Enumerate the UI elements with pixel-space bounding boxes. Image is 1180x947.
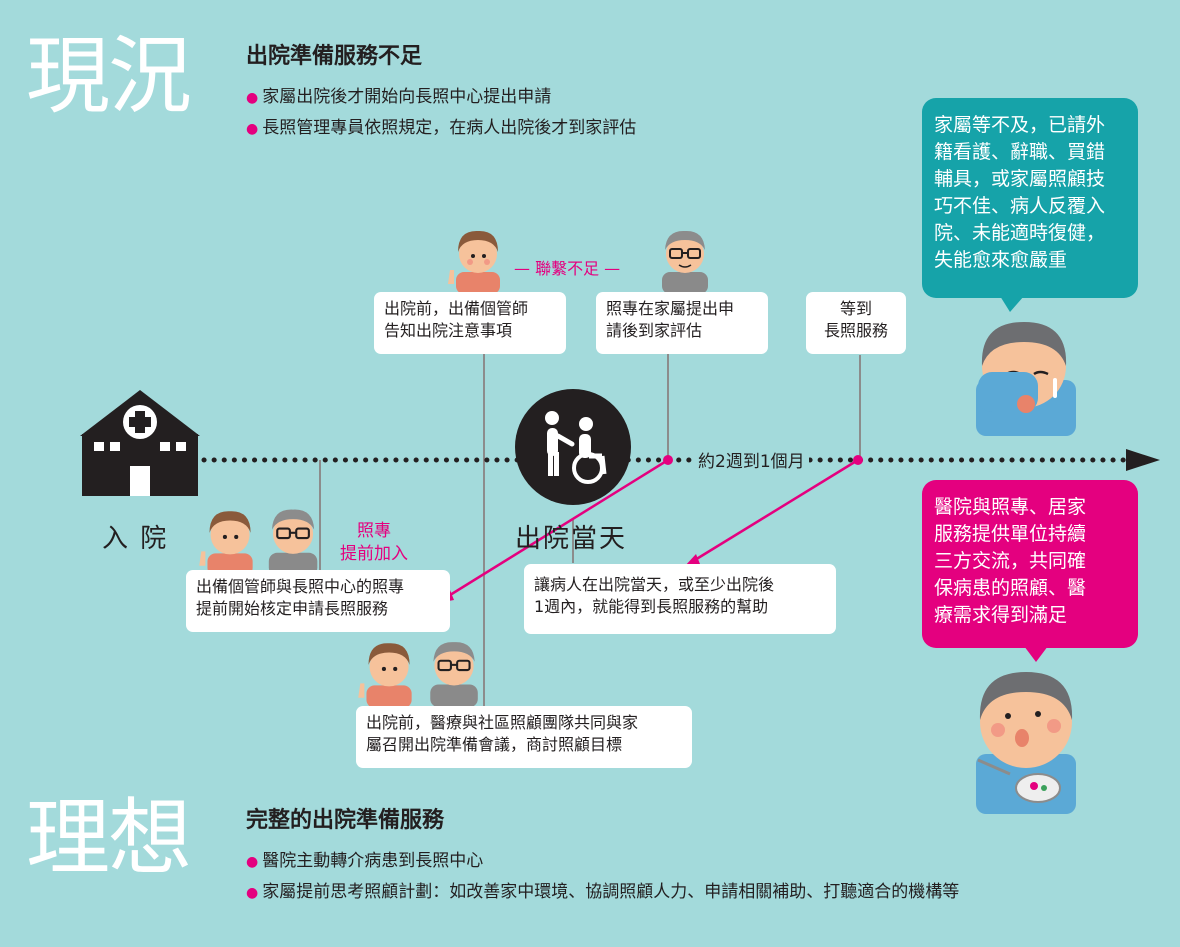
duration-label: 約2週到1個月 (694, 447, 809, 472)
timeline-arrowhead (1126, 449, 1160, 471)
current-big-word: 現況 (26, 27, 192, 125)
bubble-tail-pink (1024, 646, 1048, 662)
ideal-bullet-2: ●家屬提前思考照顧計劃：如改善家中環境、協調照顧人力、申請相關補助、打聽適合的機… (246, 882, 960, 902)
card-service-on-discharge: 讓病人在出院當天，或至少出院後 1週內，就能得到長照服務的幫助 (524, 564, 836, 634)
ideal-title: 完整的出院準備服務 (246, 808, 445, 833)
poor-contact-label: — 聯繫不足 — (514, 259, 621, 278)
current-bullet-2: ●長照管理專員依照規定，在病人出院後才到家評估 (246, 118, 637, 138)
card-early-assessment: 出備個管師與長照中心的照專 提前開始核定申請長照服務 (186, 570, 450, 632)
care-specialist-icon (430, 642, 478, 708)
case-manager-icon (448, 230, 500, 294)
wheelchair-icon (515, 389, 631, 505)
bubble-tail-teal (1000, 296, 1024, 312)
card-discharge-notice: 出院前，出備個管師 告知出院注意事項 (374, 292, 566, 354)
card-home-assessment: 照專在家屬提出申 請後到家評估 (596, 292, 768, 354)
case-manager-icon (199, 511, 253, 576)
ideal-big-word: 理想 (26, 789, 192, 887)
continuous-care-bubble: 醫院與照專、居家 服務提供單位持續 三方交流，共同確 保病患的照顧、醫 療需求得… (922, 480, 1138, 648)
care-specialist-icon (662, 230, 708, 294)
card-wait-service: 等到 長照服務 (806, 292, 906, 354)
discharge-label: 出院當天 (515, 524, 628, 554)
happy-patient-icon (976, 672, 1076, 814)
ideal-bullet-1: ●醫院主動轉介病患到長照中心 (246, 851, 484, 871)
card-discharge-meeting: 出院前，醫療與社區照顧團隊共同與家 屬召開出院準備會議，商討照顧目標 (356, 706, 692, 768)
case-manager-icon (358, 643, 412, 708)
crying-patient-icon (976, 322, 1076, 436)
family-struggle-bubble: 家屬等不及，已請外 籍看護、辭職、買錯 輔具，或家屬照顧技 巧不佳、病人反覆入 … (922, 98, 1138, 298)
hospital-icon (80, 390, 200, 496)
early-join-label: 照專 提前加入 (340, 521, 408, 564)
admission-label: 入 院 (102, 524, 169, 554)
current-title: 出院準備服務不足 (246, 44, 423, 69)
care-specialist-icon (268, 509, 318, 576)
current-bullet-1: ●家屬出院後才開始向長照中心提出申請 (246, 87, 552, 107)
